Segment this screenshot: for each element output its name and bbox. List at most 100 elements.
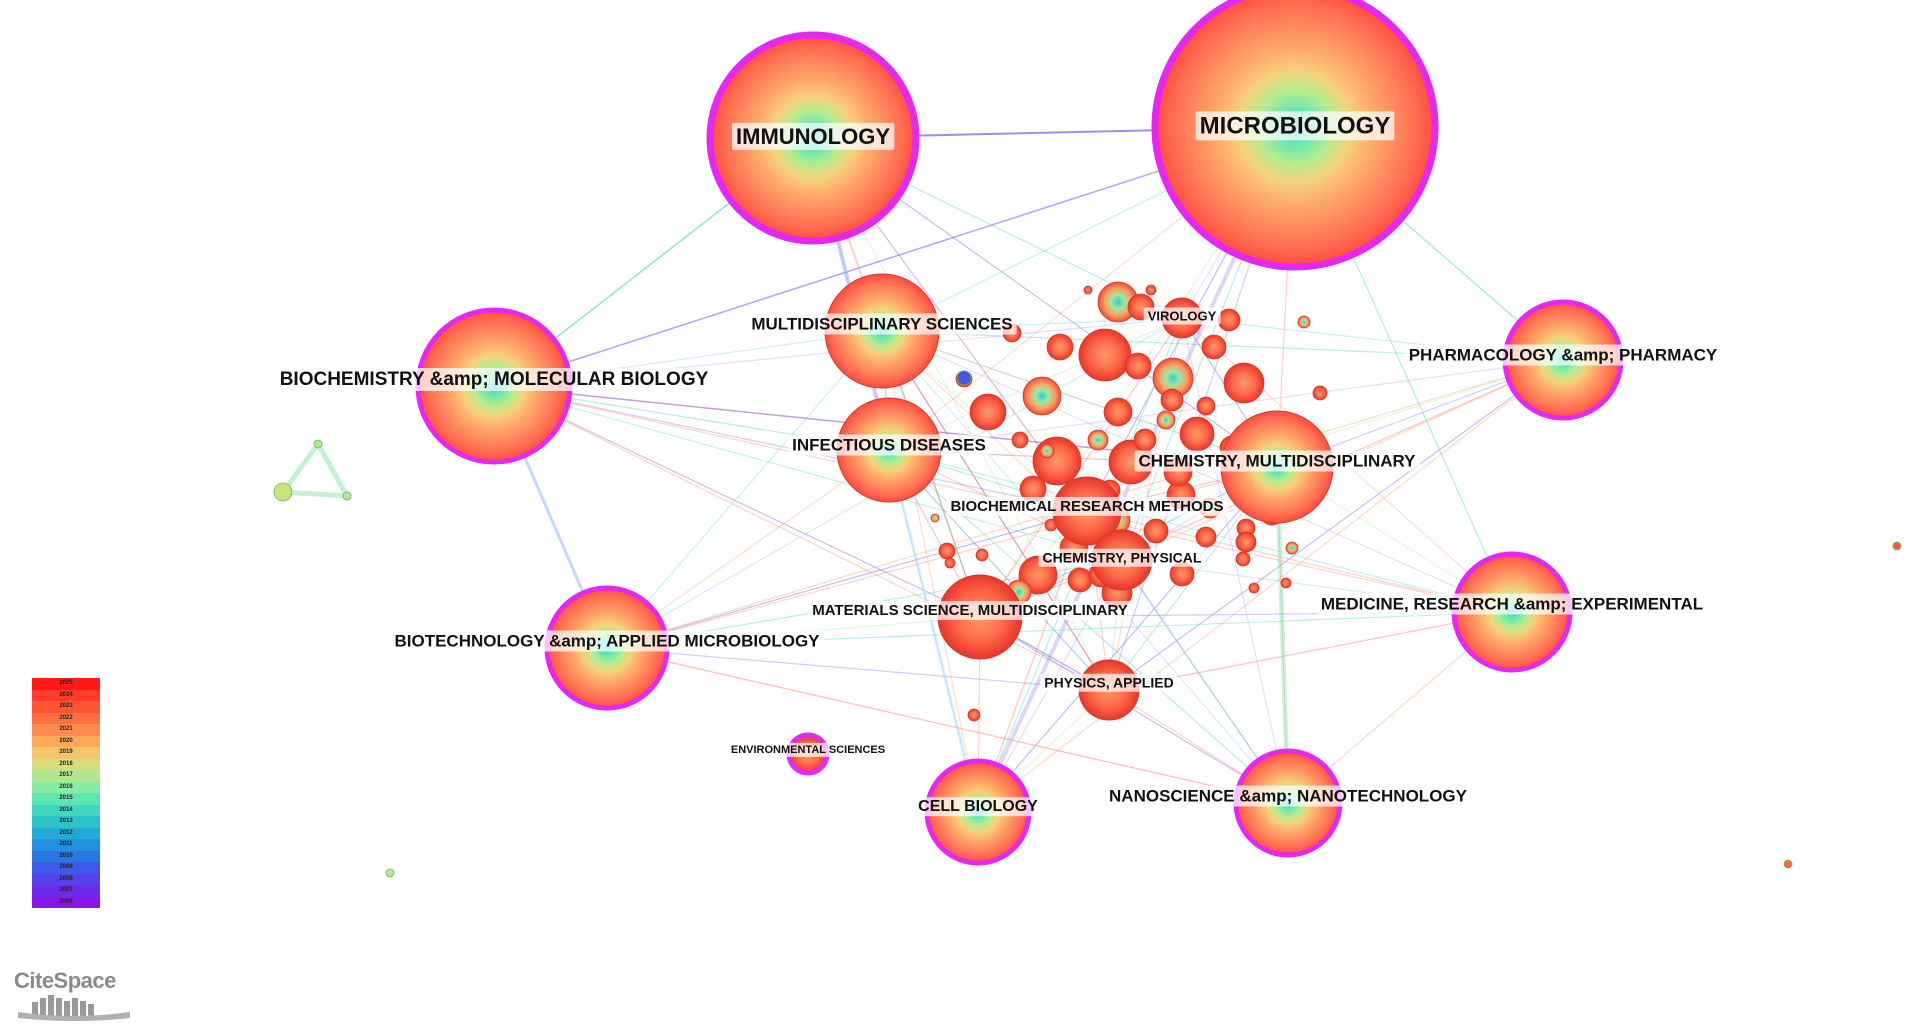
edge-physics_applied-infectious_diseases [888, 449, 1110, 691]
legend-year-2016: 2016 [32, 781, 100, 793]
minor-node [1235, 551, 1251, 567]
edge-multidisciplinary_sciences-chemistry_multi [881, 330, 1278, 468]
minor-node [1160, 388, 1184, 412]
node-label-physics-applied: PHYSICS, APPLIED [1044, 675, 1173, 691]
legend-year-2013: 2013 [32, 816, 100, 828]
node-label-background [747, 313, 1017, 335]
edge-pharmacology-physics_applied [1108, 359, 1564, 691]
minor-node [1201, 334, 1227, 360]
node-label-background [1195, 111, 1395, 141]
legend-year-2008: 2008 [32, 873, 100, 885]
minor-node [1248, 582, 1260, 594]
edge-cell_biology-chemistry_multi [977, 466, 1278, 813]
logo-text: CiteSpace [14, 968, 116, 993]
legend-year-2006: 2006 [32, 896, 100, 908]
minor-node [967, 708, 981, 722]
isolated-node [385, 868, 395, 878]
edge-isolated-cluster [282, 489, 348, 499]
edge-nanoscience-virology [1181, 317, 1289, 804]
node-label-virology: VIROLOGY [1148, 308, 1217, 323]
minor-node [1179, 416, 1215, 452]
edge-biotechnology-nanoscience [606, 647, 1289, 804]
legend-year-2007: 2007 [32, 885, 100, 897]
minor-node [975, 548, 989, 562]
node-label-background [788, 434, 990, 456]
edge-medicine_research-multidisciplinary_sciences [881, 330, 1513, 613]
minor-node [1103, 397, 1133, 427]
legend-year-2010: 2010 [32, 850, 100, 862]
edge-chemistry_multi-multidisciplinary_sciences [881, 330, 1278, 468]
minor-node [1133, 428, 1157, 452]
node-label-background [275, 368, 713, 392]
edge-isolated-cluster [280, 442, 321, 494]
citespace-logo: CiteSpace [14, 968, 134, 1024]
node-label-background [726, 742, 890, 757]
minor-node [1312, 385, 1328, 401]
node-label-medicine-research: MEDICINE, RESEARCH &amp; EXPERIMENTAL [1321, 594, 1703, 613]
legend-year-2020: 2020 [32, 735, 100, 747]
node-label-background [1143, 307, 1221, 325]
edge-pharmacology-cell_biology [977, 359, 1564, 813]
isolated-node [342, 491, 352, 501]
node-label-background [914, 797, 1043, 817]
minor-node [944, 557, 956, 569]
edge-nanoscience-multidisciplinary_sciences [881, 330, 1289, 804]
node-label-background [946, 496, 1228, 516]
legend-year-2018: 2018 [32, 758, 100, 770]
minor-node [1145, 284, 1157, 296]
logo-skyline-icon [18, 995, 130, 1021]
minor-node [969, 393, 1007, 431]
edge-pharmacology-infectious_diseases [888, 359, 1564, 451]
isolated-node [1892, 541, 1902, 551]
node-label-cell-biology: CELL BIOLOGY [918, 798, 1038, 815]
edge-pharmacology-biochemical_methods [1086, 359, 1564, 512]
minor-node [1067, 567, 1093, 593]
node-label-environmental-sciences: ENVIRONMENTAL SCIENCES [731, 744, 885, 756]
node-label-biochemical-methods: BIOCHEMICAL RESEARCH METHODS [950, 498, 1223, 515]
node-label-infectious-diseases: INFECTIOUS DISEASES [792, 435, 986, 454]
minor-node [1195, 526, 1217, 548]
edge-biotechnology-physics_applied [606, 647, 1110, 691]
node-label-biochemistry: BIOCHEMISTRY &amp; MOLECULAR BIOLOGY [280, 369, 709, 390]
isolated-node [956, 370, 972, 386]
minor-node [1039, 443, 1055, 459]
minor-node [1011, 431, 1029, 449]
edge-biotechnology-biochemical_methods [606, 510, 1088, 649]
legend-year-2019: 2019 [32, 747, 100, 759]
node-label-background [1038, 548, 1206, 567]
node-label-background [1134, 450, 1421, 472]
node-label-microbiology: MICROBIOLOGY [1200, 112, 1391, 139]
node-label-background [390, 630, 825, 652]
minor-node [1124, 352, 1152, 380]
node-label-biotechnology: BIOTECHNOLOGY &amp; APPLIED MICROBIOLOGY [394, 631, 820, 650]
edge-nanoscience-materials_science [979, 616, 1289, 804]
isolated-node [1783, 859, 1793, 869]
minor-node [1087, 429, 1109, 451]
edge-biochemistry-materials_science [493, 385, 981, 618]
legend-year-2009: 2009 [32, 862, 100, 874]
minor-node [1217, 308, 1241, 332]
node-label-chemistry-multi: CHEMISTRY, MULTIDISCIPLINARY [1138, 451, 1416, 470]
edge-biotechnology-multidisciplinary_sciences [606, 330, 883, 649]
legend-year-2021: 2021 [32, 724, 100, 736]
minor-node [938, 542, 956, 560]
minor-node [1022, 376, 1062, 416]
edge-cell_biology-infectious_diseases [888, 449, 979, 813]
node-labels: MICROBIOLOGYIMMUNOLOGYMULTIDISCIPLINARY … [275, 111, 1722, 817]
minor-node [1285, 541, 1299, 555]
node-label-background [808, 600, 1132, 620]
node-label-chemistry-physical: CHEMISTRY, PHYSICAL [1043, 550, 1202, 566]
isolated-node [273, 482, 293, 502]
minor-node [1297, 315, 1311, 329]
minor-node [1235, 531, 1257, 553]
legend-year-2023: 2023 [32, 701, 100, 713]
edge-infectious_diseases-physics_applied [888, 449, 1110, 691]
legend-year-2012: 2012 [32, 827, 100, 839]
legend-year-2014: 2014 [32, 804, 100, 816]
edge-isolated-cluster [315, 442, 350, 498]
minor-node [1156, 410, 1176, 430]
minor-node [1143, 518, 1169, 544]
node-label-background [1040, 673, 1178, 692]
